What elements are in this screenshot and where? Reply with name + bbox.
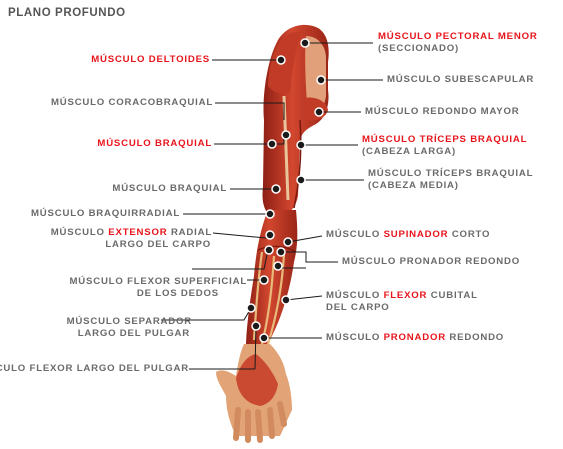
dot-flexor-sup-2 xyxy=(259,275,269,285)
dot-pronador-bottom xyxy=(259,333,269,343)
triceps-line xyxy=(293,119,302,209)
leader-pronador-top xyxy=(281,251,338,263)
fingers xyxy=(233,401,287,443)
label-coracobraquial: MÚSCULO CORACOBRAQUIAL xyxy=(50,97,213,108)
label-flexor-cubital-sub: DEL CARPO xyxy=(326,302,390,313)
label-separador: MÚSCULO SEPARADOR xyxy=(66,316,192,327)
label-flexor-cub-3: CUBITAL xyxy=(430,290,478,301)
leader-coracobraquial xyxy=(215,102,285,120)
dot-pectoral xyxy=(300,38,310,48)
biceps-tendon xyxy=(282,95,290,201)
label-flexor-cubital: MÚSCULO FLEXOR CUBITAL xyxy=(326,290,478,302)
label-extensor: MÚSCULO EXTENSOR RADIAL xyxy=(51,227,212,239)
label-flexor-pulgar: MÚSCULO FLEXOR LARGO DEL PULGAR xyxy=(0,363,189,374)
dot-braquial xyxy=(271,184,281,194)
leader-supinador xyxy=(287,235,323,243)
label-supinador-3: CORTO xyxy=(451,229,491,240)
label-flexor-superficial-sub: DE LOS DEDOS xyxy=(136,288,219,299)
label-flexor-superficial: MÚSCULO FLEXOR SUPERFICIAL xyxy=(69,276,247,287)
label-supinador: MÚSCULO SUPINADOR CORTO xyxy=(326,229,490,241)
label-braquial: MÚSCULO BRAQUIAL xyxy=(112,183,227,194)
leader-flexor-cub xyxy=(285,295,323,301)
dot-braquial-red xyxy=(267,139,277,149)
leader-flexor-sup xyxy=(192,249,269,270)
dot-pronador-2 xyxy=(276,247,286,257)
label-supinador-2: SUPINADOR xyxy=(383,229,449,240)
label-extensor-3: RADIAL xyxy=(170,227,212,238)
dot-coracobraquial xyxy=(281,130,291,140)
label-flexor-cub-1: MÚSCULO xyxy=(326,290,381,301)
dot-triceps-larga xyxy=(296,140,306,150)
label-deltoides: MÚSCULO DELTOIDES xyxy=(91,54,210,65)
label-extensor-1: MÚSCULO xyxy=(50,227,105,238)
label-supinador-1: MÚSCULO xyxy=(326,229,381,240)
leader-flexor-pulgar-2 xyxy=(254,325,257,370)
label-triceps-media-sub: (CABEZA MEDIA) xyxy=(368,180,459,191)
label-triceps-media: MÚSCULO TRÍCEPS BRAQUIAL xyxy=(368,168,534,179)
label-pronador-3: REDONDO xyxy=(449,332,505,343)
label-pectoral-menor-sub: (SECCIONADO) xyxy=(378,43,460,54)
label-extensor-sub: LARGO DEL CARPO xyxy=(105,239,211,250)
label-flexor-cub-2: FLEXOR xyxy=(383,290,428,301)
dot-triceps-media xyxy=(296,175,306,185)
label-triceps-larga: MÚSCULO TRÍCEPS BRAQUIAL xyxy=(362,134,528,145)
dot-separador xyxy=(246,303,256,313)
dot-extensor xyxy=(265,230,275,240)
dot-flexor-sup xyxy=(273,261,283,271)
forearm-line xyxy=(257,245,297,253)
shoulder-cap xyxy=(268,31,302,94)
label-braquirradial: MÚSCULO BRAQUIRRADIAL xyxy=(31,208,180,219)
dot-deltoides xyxy=(276,55,286,65)
label-pectoral-menor: MÚSCULO PECTORAL MENOR xyxy=(378,31,538,42)
label-subescapular: MÚSCULO SUBESCAPULAR xyxy=(387,74,535,85)
diagram-title: PLANO PROFUNDO xyxy=(8,7,126,19)
label-pronador-1: MÚSCULO xyxy=(326,332,381,343)
dot-flexor-pulgar xyxy=(251,321,261,331)
leader-lines xyxy=(161,42,383,370)
label-redondo-mayor: MÚSCULO REDONDO MAYOR xyxy=(365,106,520,117)
dot-braquirradial xyxy=(265,209,275,219)
label-pronador-redondo: MÚSCULO PRONADOR REDONDO xyxy=(326,332,504,344)
label-pronador-2: PRONADOR xyxy=(383,332,446,343)
label-pronador-redondo-top: MÚSCULO PRONADOR REDONDO xyxy=(342,256,521,267)
dot-flexor-cub xyxy=(281,295,291,305)
subscapular-shape xyxy=(305,36,326,117)
dot-subescapular xyxy=(316,75,326,85)
label-braquial-red: MÚSCULO BRAQUIAL xyxy=(97,138,212,149)
label-triceps-larga-sub: (CABEZA LARGA) xyxy=(362,146,456,157)
dot-pronador-1 xyxy=(264,245,274,255)
dot-supinador xyxy=(283,237,293,247)
hand-muscles xyxy=(236,354,278,406)
marker-dots xyxy=(246,38,326,343)
label-separador-sub: LARGO DEL PULGAR xyxy=(77,328,190,339)
dot-redondo xyxy=(314,107,324,117)
label-extensor-2: EXTENSOR xyxy=(108,227,168,238)
